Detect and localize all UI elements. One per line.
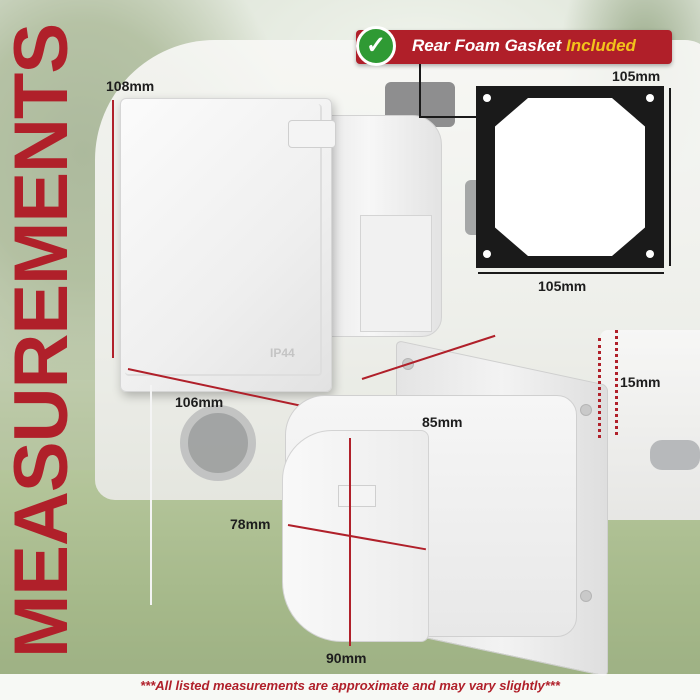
gasket-callout-text: Rear Foam Gasket Included bbox=[412, 36, 636, 56]
footer-bar bbox=[0, 674, 700, 700]
motorhome-grill bbox=[650, 440, 700, 470]
ip-rating-mark: IP44 bbox=[270, 346, 295, 360]
gasket-screw-hole bbox=[646, 250, 654, 258]
plate-screw-hole bbox=[580, 590, 592, 602]
front-height-label: 108mm bbox=[106, 78, 155, 94]
plate-depth-marker bbox=[615, 330, 618, 435]
callout-highlight: Included bbox=[566, 36, 636, 55]
socket-stand-pole bbox=[150, 385, 152, 605]
rear-box-slot bbox=[338, 485, 376, 507]
socket-cover-edge bbox=[125, 104, 322, 376]
box-width-line bbox=[349, 438, 351, 646]
gasket-height-label: 105mm bbox=[612, 68, 661, 84]
check-icon: ✓ bbox=[356, 26, 396, 66]
gasket-width-line bbox=[478, 272, 664, 274]
socket-side-step bbox=[360, 215, 432, 332]
gasket-screw-hole bbox=[646, 94, 654, 102]
motorhome-wheel bbox=[180, 405, 256, 481]
gasket-height-line bbox=[669, 88, 671, 266]
gasket-cutout bbox=[495, 98, 645, 256]
box-depth-label: 85mm bbox=[422, 414, 463, 430]
callout-leader-line bbox=[419, 116, 477, 118]
callout-label: Rear Foam Gasket bbox=[412, 36, 562, 55]
side-title: MEASUREMENTS bbox=[0, 23, 84, 658]
gasket-screw-hole bbox=[483, 94, 491, 102]
disclaimer-text: ***All listed measurements are approxima… bbox=[140, 678, 560, 693]
box-width-label: 90mm bbox=[326, 650, 367, 666]
gasket-callout-banner bbox=[356, 30, 672, 64]
front-width-label: 106mm bbox=[175, 394, 224, 410]
plate-depth-label: 15mm bbox=[620, 374, 661, 390]
plate-screw-hole bbox=[580, 404, 592, 416]
gasket-screw-hole bbox=[483, 250, 491, 258]
gasket-width-label: 105mm bbox=[538, 278, 587, 294]
plate-depth-marker bbox=[598, 338, 601, 438]
callout-leader-line bbox=[419, 60, 421, 118]
box-height-label: 78mm bbox=[230, 516, 271, 532]
height-dimension-line bbox=[112, 100, 114, 358]
socket-hinge bbox=[288, 120, 336, 148]
